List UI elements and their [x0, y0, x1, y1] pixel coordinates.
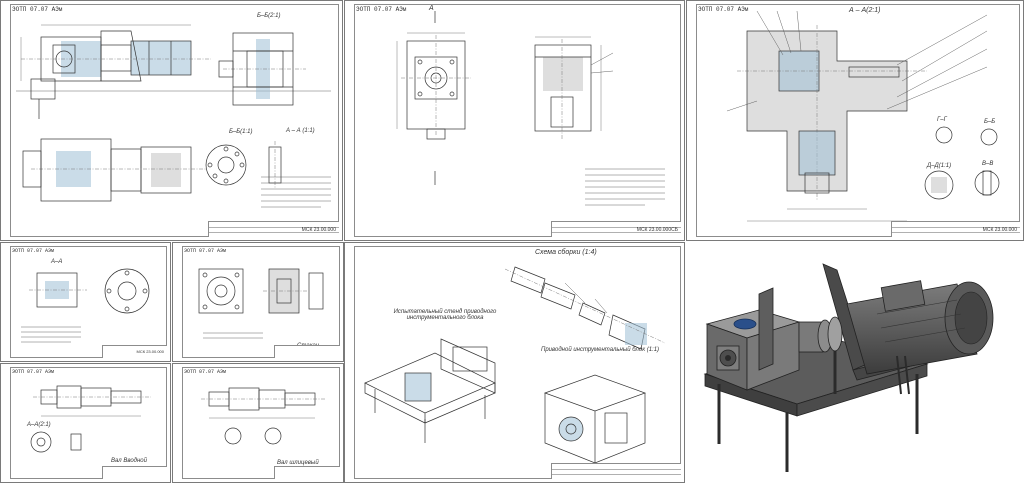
sheet-stamp: ЭОТП 07.07 АЭм [356, 6, 407, 13]
view-label: А [429, 5, 434, 12]
section-drawing [726, 10, 1000, 222]
part-name: Вал шлицевый [277, 460, 319, 466]
title-block [551, 221, 681, 237]
sheet-stamp: ЭОТП 07.07 АЭм [12, 369, 55, 375]
section-label: Б–Б(1:1) [229, 129, 253, 135]
sheet-frame [10, 367, 167, 479]
sheet-frame [182, 246, 340, 358]
drawing-sheet-assembly[interactable]: ЭОТП 07.07 АЭм [0, 0, 343, 241]
drawing-sheet-cup[interactable]: ЭОТП 07.07 АЭм Стакан [172, 242, 344, 362]
assembly-drawing [16, 24, 331, 208]
drawing-sheet-assembly-scheme[interactable]: Схема сборки (1:4) Испытательный стенд п… [344, 242, 685, 483]
sheet-frame [354, 246, 681, 479]
sheet-stamp: ЭОТП 07.07 АЭм [698, 6, 749, 13]
sheet-stamp: ЭОТП 07.07 АЭм [184, 248, 227, 254]
scheme-title: Схема сборки (1:4) [535, 249, 597, 256]
section-label: В–В [982, 161, 994, 167]
section-label: Б–Б(2:1) [257, 13, 281, 19]
3d-model-illustration [703, 263, 994, 472]
sheet-stamp: ЭОТП 07.07 АЭм [184, 369, 227, 375]
cup-drawing [198, 268, 324, 339]
title-block [274, 466, 340, 479]
drawing-sheet-section[interactable]: ЭОТП 07.07 АЭм А – А(2:1) Г–Г Б–Б Д–Д(1:… [686, 0, 1024, 241]
3d-model-render[interactable] [687, 244, 1024, 483]
title-block [208, 221, 339, 237]
section-label: А – А (1:1) [286, 128, 315, 134]
drawing-code: МСК 23.00.000 [136, 349, 164, 354]
scheme-drawing [364, 266, 666, 464]
sheet-frame [696, 4, 1020, 237]
title-block [274, 345, 340, 358]
spline-shaft-drawing [201, 387, 325, 445]
sheet-stamp: ЭОТП 07.07 АЭм [12, 6, 63, 13]
section-label: А–А [51, 259, 63, 265]
drawing-code: МСК 23.00.000СБ [636, 227, 678, 233]
drawing-code: МСК 23.00.000 [982, 227, 1017, 233]
drawing-sheet-input-shaft[interactable]: ЭОТП 07.07 АЭм А–А(2:1) Вал Вводной [0, 363, 171, 483]
sheet-frame [10, 4, 339, 237]
scheme-label-block: Приводной инструментальный блок (1:1) [541, 347, 660, 353]
title-block [891, 221, 1020, 237]
title-block [101, 466, 167, 479]
housing-drawing [396, 11, 665, 206]
flange-drawing [21, 268, 150, 343]
section-label: Д–Д(1:1) [927, 163, 952, 169]
section-label: А – А(2:1) [849, 7, 881, 14]
sheet-frame [354, 4, 681, 237]
drawing-sheet-spline-shaft[interactable]: ЭОТП 07.07 АЭм Вал шлицевый [172, 363, 344, 483]
input-shaft-drawing [30, 385, 151, 453]
drawing-sheet-flange[interactable]: ЭОТП 07.07 АЭм А–А МСК 23.00.000 [0, 242, 171, 362]
sheet-stamp: ЭОТП 07.07 АЭм [12, 248, 55, 254]
drawing-sheet-housing[interactable]: ЭОТП 07.07 АЭм А МСК 23.00.000СБ [344, 0, 685, 241]
part-name: Вал Вводной [111, 458, 147, 464]
sheet-frame [182, 367, 340, 479]
title-block [551, 463, 681, 479]
drawing-code: МСК 23.00.000 [301, 227, 336, 233]
sheet-frame [10, 246, 167, 358]
title-block [101, 345, 167, 358]
section-label: Г–Г [937, 117, 947, 123]
scheme-label-stand: Испытательный стенд приводного инструмен… [393, 309, 497, 321]
section-label: А–А(2:1) [27, 422, 51, 428]
section-label: Б–Б [984, 119, 996, 125]
